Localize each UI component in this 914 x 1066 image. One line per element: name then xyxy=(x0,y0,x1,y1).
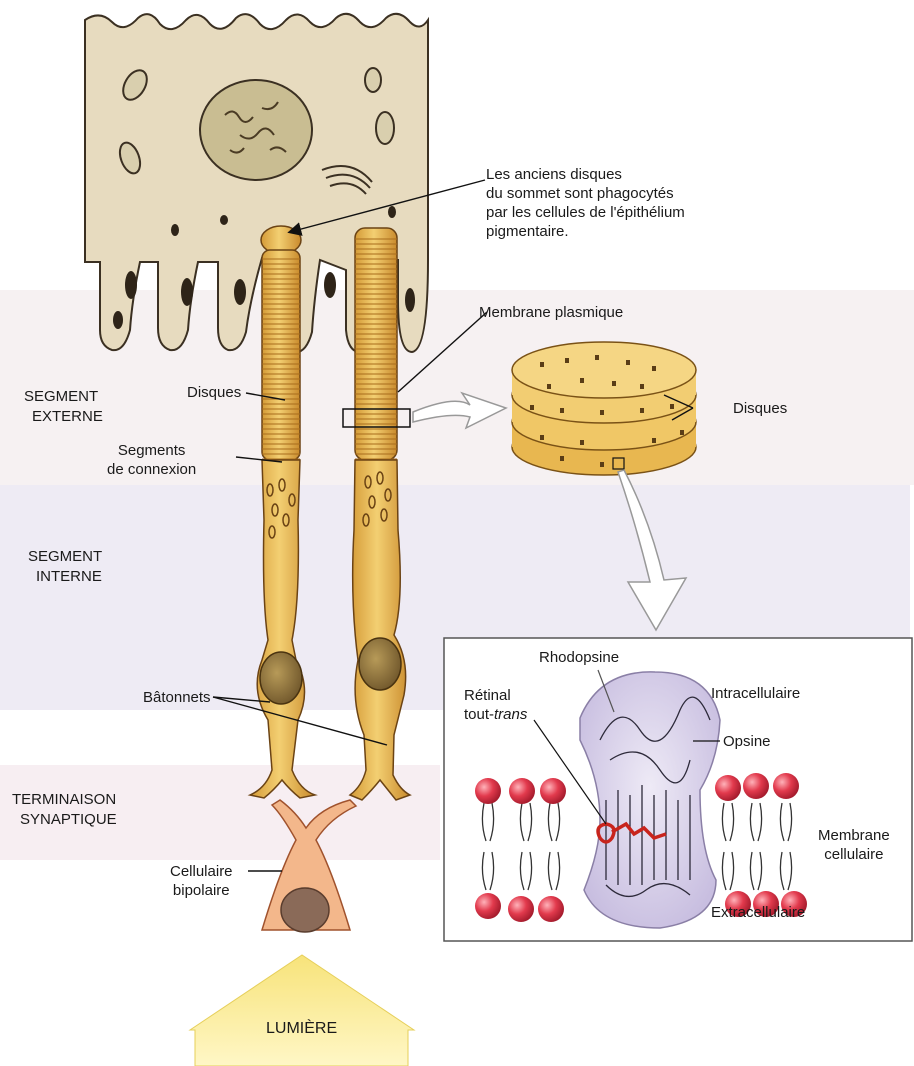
bipolaire-line-1: Cellulaire xyxy=(170,862,233,881)
label-retinal: Rétinal tout-trans xyxy=(464,686,527,724)
disc-stack xyxy=(512,342,696,475)
label-membrane-cellulaire: Membrane cellulaire xyxy=(818,826,890,864)
label-membrane-plasmique: Membrane plasmique xyxy=(479,303,623,322)
segment-interne-line-1: SEGMENT xyxy=(28,547,102,567)
label-segment-interne: SEGMENT INTERNE xyxy=(28,547,102,587)
segment-interne-line-2: INTERNE xyxy=(28,567,102,587)
label-terminaison-synaptique: TERMINAISON SYNAPTIQUE xyxy=(12,790,117,830)
label-segment-externe: SEGMENT EXTERNE xyxy=(24,387,103,427)
segment-externe-line-2: EXTERNE xyxy=(24,407,103,427)
retinal-line-1: Rétinal xyxy=(464,686,527,705)
label-intracellulaire: Intracellulaire xyxy=(711,684,800,703)
segments-connexion-line-2: de connexion xyxy=(107,460,196,479)
phagocytes-line-2: du sommet sont phagocytés xyxy=(486,184,685,203)
membrane-cellulaire-line-2: cellulaire xyxy=(818,845,890,864)
label-segments-connexion: Segments de connexion xyxy=(107,441,196,479)
label-batonnets: Bâtonnets xyxy=(143,688,211,707)
label-cellulaire-bipolaire: Cellulaire bipolaire xyxy=(170,862,233,900)
label-opsine: Opsine xyxy=(723,732,771,751)
label-disques-stack: Disques xyxy=(733,399,787,418)
retinal-trans: trans xyxy=(494,706,527,723)
terminaison-line-2: SYNAPTIQUE xyxy=(12,810,117,830)
phagocytes-line-4: pigmentaire. xyxy=(486,222,685,241)
label-extracellulaire: Extracellulaire xyxy=(711,903,805,922)
terminaison-line-1: TERMINAISON xyxy=(12,790,117,810)
membrane-cellulaire-line-1: Membrane xyxy=(818,826,890,845)
bipolaire-line-2: bipolaire xyxy=(170,881,233,900)
retinal-line-2: tout-trans xyxy=(464,705,527,724)
label-lumiere: LUMIÈRE xyxy=(266,1020,337,1038)
label-phagocytes: Les anciens disques du sommet sont phago… xyxy=(486,165,685,241)
label-disques-rod: Disques xyxy=(187,383,241,402)
label-rhodopsine: Rhodopsine xyxy=(539,648,619,667)
phagocytes-line-3: par les cellules de l'épithélium xyxy=(486,203,685,222)
segment-externe-line-1: SEGMENT xyxy=(24,387,103,407)
segments-connexion-line-1: Segments xyxy=(107,441,196,460)
phagocytes-line-1: Les anciens disques xyxy=(486,165,685,184)
retinal-prefix: tout- xyxy=(464,706,494,723)
light-arrow xyxy=(190,955,414,1066)
